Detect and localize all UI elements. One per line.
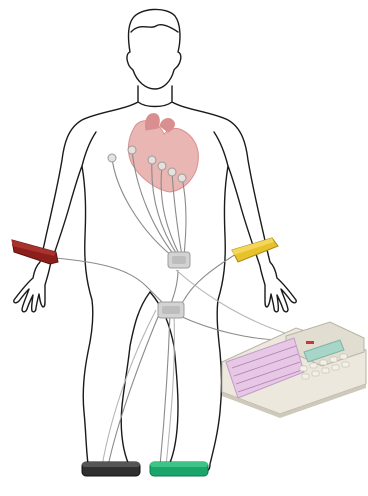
electrode-v3 [148, 156, 156, 164]
junction-upper [168, 252, 190, 268]
cable-trunk [170, 270, 178, 306]
device-logo [306, 341, 314, 344]
electrode-v6 [178, 174, 186, 182]
hair-line [131, 25, 178, 32]
right-armpit [214, 132, 228, 166]
cable-v6 [182, 178, 186, 256]
cable-left-leg-2 [166, 314, 174, 466]
electrode-v1 [108, 154, 116, 162]
clamp-left-arm [232, 238, 278, 262]
heart-icon [128, 114, 198, 192]
heart-aorta [145, 114, 159, 130]
cable-right-leg-2 [102, 310, 156, 466]
electrode-v4 [158, 162, 166, 170]
cable-right-arm [56, 258, 168, 308]
collar-line [138, 102, 172, 107]
left-armpit [82, 132, 96, 166]
cable-to-device-2 [176, 270, 288, 334]
cable-to-device [180, 316, 284, 340]
junction-lower [158, 302, 184, 318]
clamp-left-leg [150, 462, 208, 476]
head-outline [127, 9, 181, 89]
electrode-v5 [168, 168, 176, 176]
heart-shape [128, 121, 198, 192]
cable-right-leg [108, 312, 160, 466]
clamp-right-leg [82, 462, 140, 476]
electrode-v2 [128, 146, 136, 154]
clamp-right-arm [12, 240, 58, 264]
